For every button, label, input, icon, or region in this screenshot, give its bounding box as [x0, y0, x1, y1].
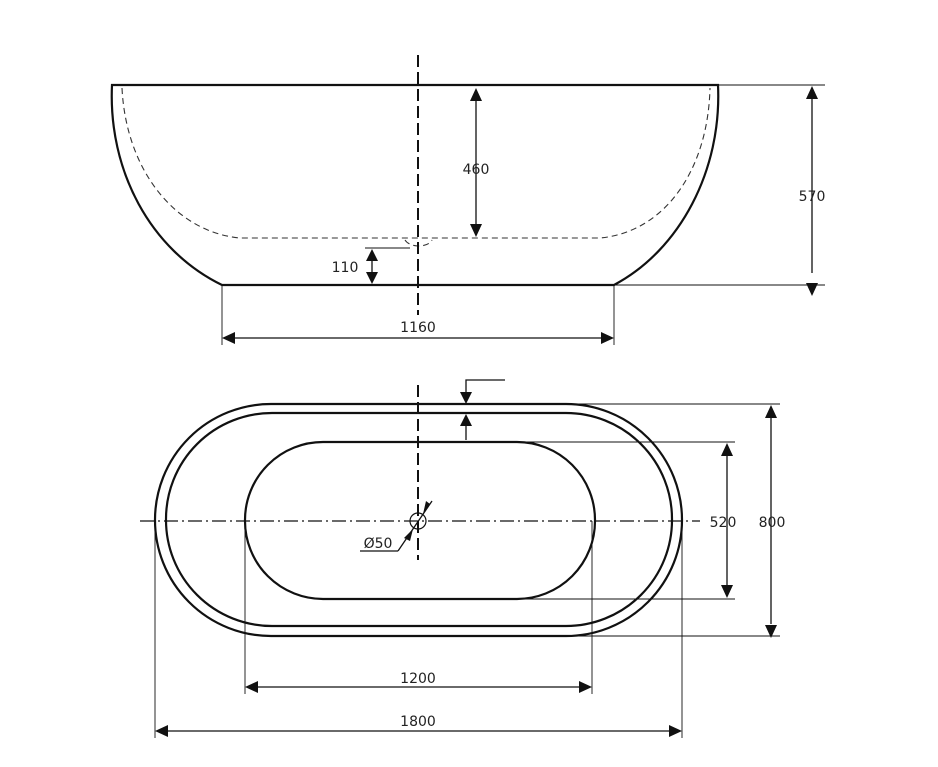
top-view: Ø50 520 800: [140, 379, 786, 738]
dim-inner-length-label: 1200: [400, 671, 436, 687]
dim-inner-length: 1200: [244, 521, 593, 694]
rim-thickness-indicator: [460, 379, 505, 440]
dim-overall-length: 1800: [154, 521, 683, 738]
dim-inner-width-label: 520: [710, 515, 737, 531]
dim-overall-height: 570: [614, 84, 826, 296]
dim-overall-height-label: 570: [799, 189, 826, 205]
top-view-drain: [409, 512, 427, 530]
dim-drain-height: 110: [332, 247, 410, 284]
dim-drain-diameter: Ø50: [360, 500, 433, 552]
dim-overall-width-label: 800: [759, 515, 786, 531]
dim-overall-length-label: 1800: [400, 714, 436, 730]
dim-base-width: 1160: [221, 285, 615, 345]
dim-overall-width: 800: [560, 403, 786, 638]
dim-drain-diameter-label: Ø50: [364, 536, 393, 552]
dim-inner-depth-label: 460: [463, 162, 490, 178]
dim-inner-width: 520: [520, 441, 737, 600]
dim-base-width-label: 1160: [400, 320, 436, 336]
dim-drain-height-label: 110: [332, 260, 359, 276]
side-view-tub-outline: [110, 83, 720, 287]
dim-inner-depth: 460: [463, 88, 490, 237]
side-view: 460 570 110 1160: [110, 55, 826, 345]
side-view-inner-basin: [121, 87, 711, 239]
